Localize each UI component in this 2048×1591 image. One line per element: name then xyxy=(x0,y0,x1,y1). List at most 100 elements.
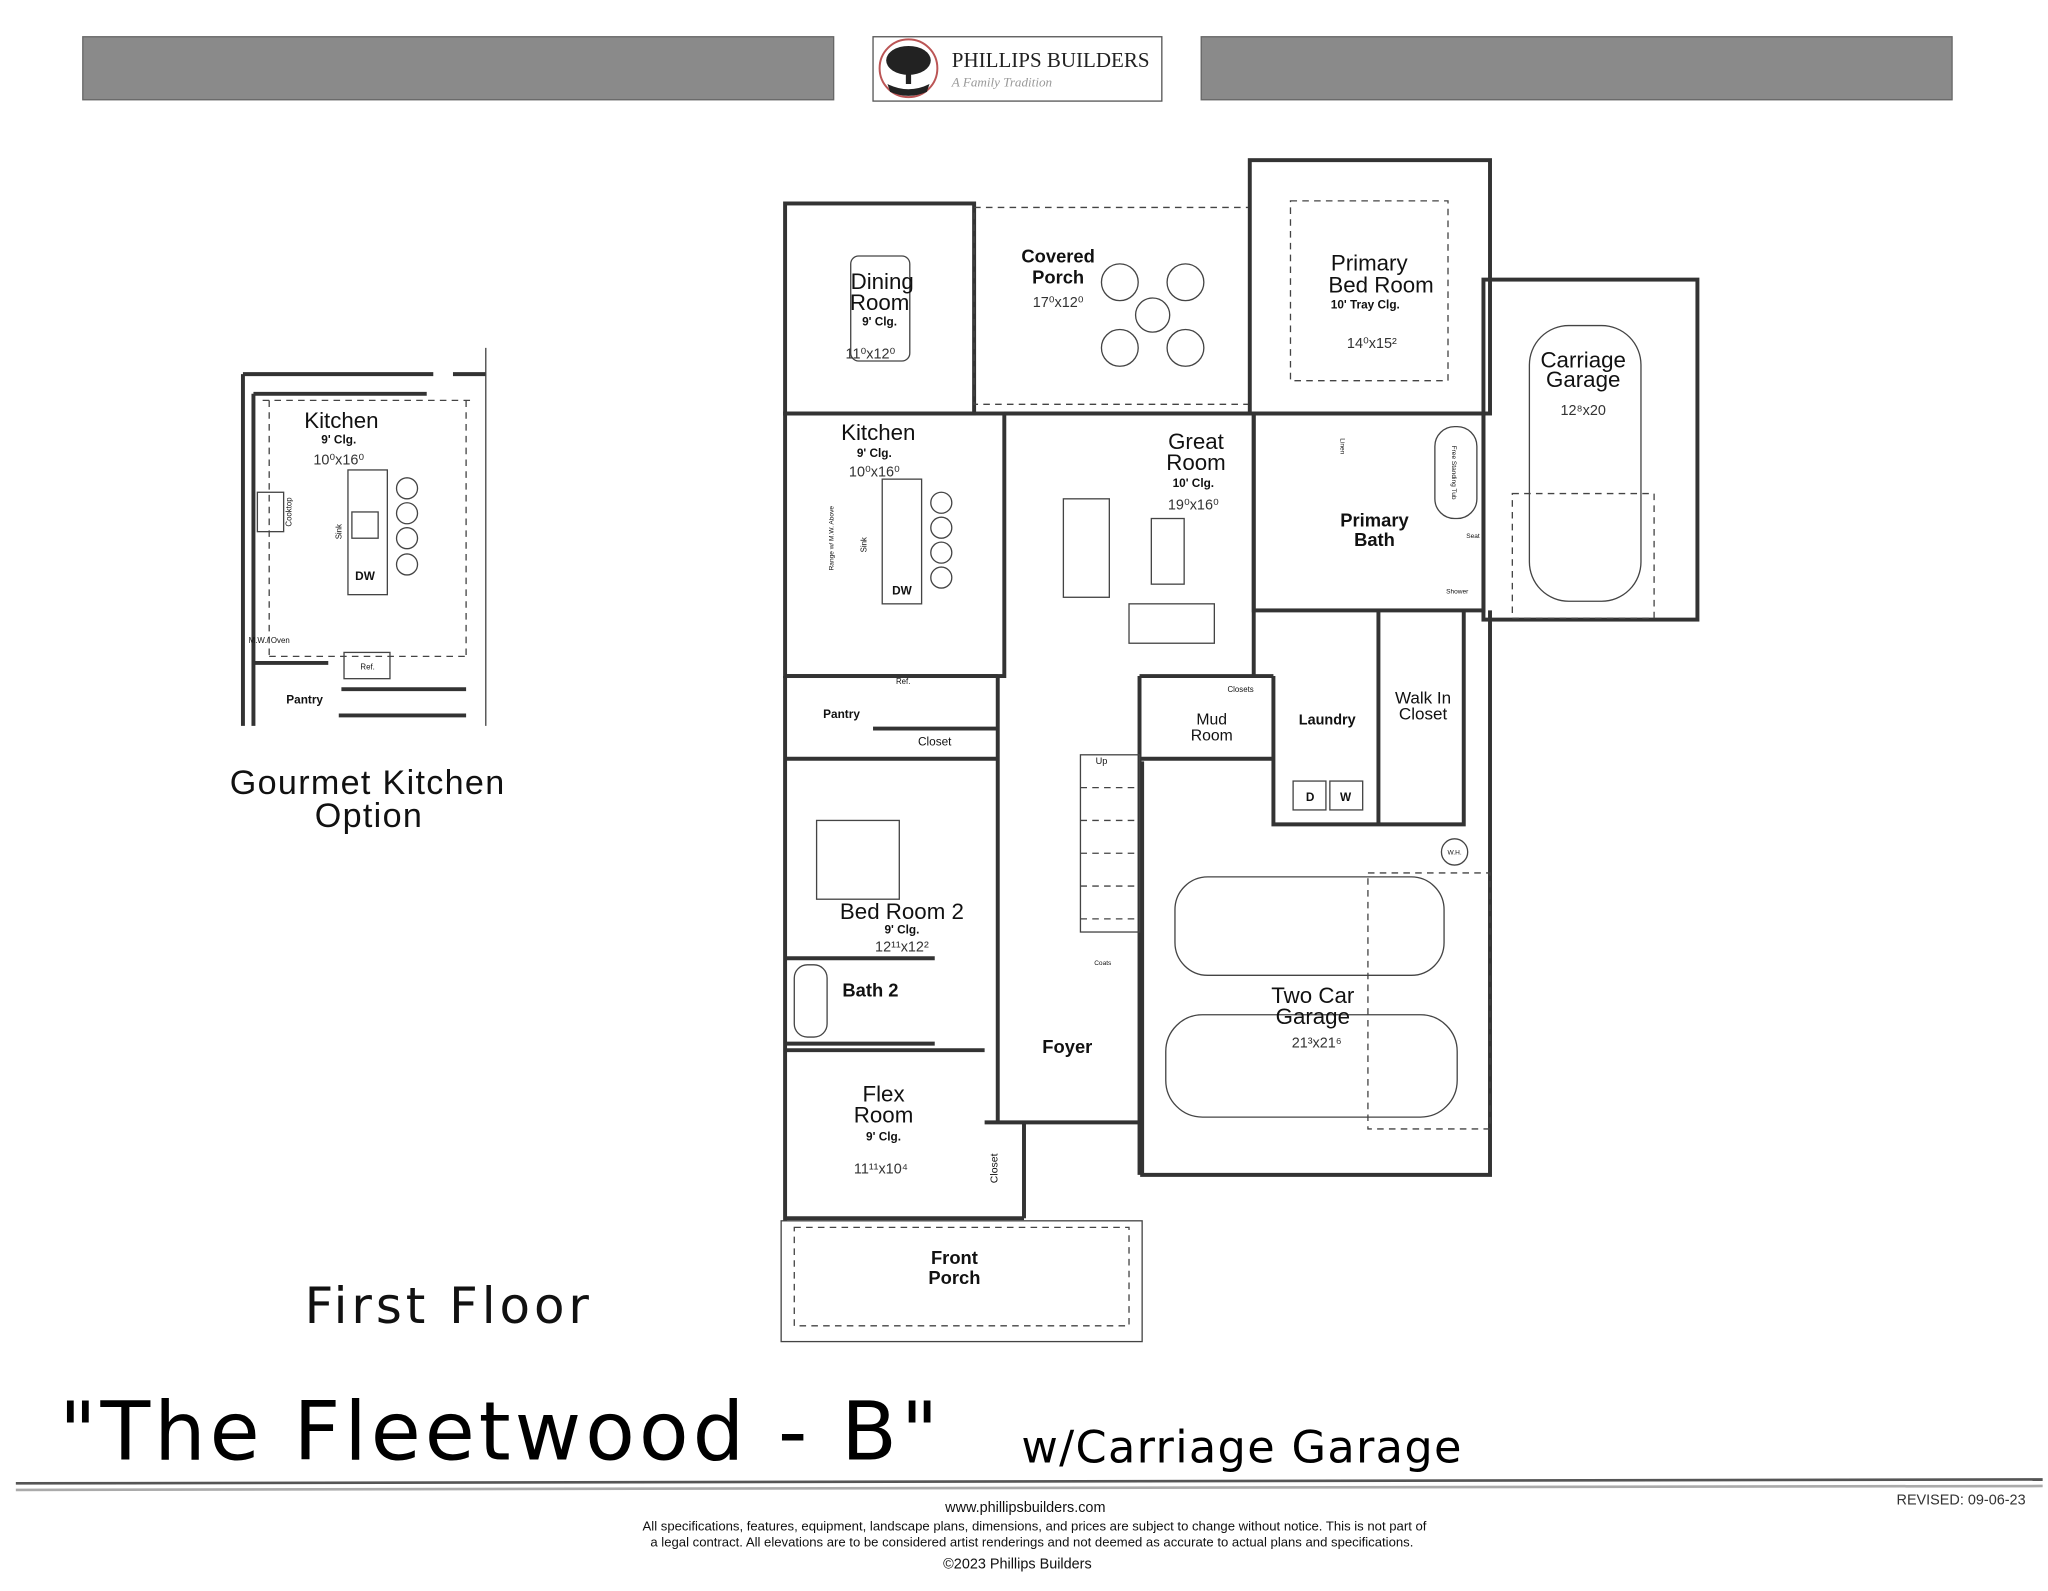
dining-dims: 11⁰x12⁰ xyxy=(846,346,896,362)
carriage-garage-dims: 12⁸x20 xyxy=(1561,403,1606,419)
kitchen-label: Kitchen xyxy=(841,420,915,445)
great-room-label: Great xyxy=(1168,429,1225,454)
dryer-label: D xyxy=(1306,790,1315,804)
footer-copyright: ©2023 Phillips Builders xyxy=(943,1557,1092,1573)
two-car-garage-label: Two Car xyxy=(1271,983,1355,1008)
great-room-ceiling: 10' Clg. xyxy=(1173,476,1215,490)
two-car-garage-dims: 21³x21⁶ xyxy=(1292,1036,1342,1052)
option-kitchen-dims: 10⁰x16⁰ xyxy=(313,453,364,469)
bed-primary xyxy=(1289,200,1449,382)
washer-label: W xyxy=(1340,790,1352,804)
linen-label: Linen xyxy=(1338,438,1345,454)
title-divider-2 xyxy=(15,1484,2043,1492)
option-caption-1: Gourmet Kitchen xyxy=(230,764,506,802)
closet-label: Closet xyxy=(918,735,952,749)
flex-room-dims: 11¹¹x10⁴ xyxy=(854,1162,908,1178)
kitchen-dims: 10⁰x16⁰ xyxy=(849,465,900,481)
primary-bed-label: Primary xyxy=(1331,250,1409,275)
option-dw-label: DW xyxy=(355,569,376,583)
header-bar-right xyxy=(1200,36,1953,101)
option-cooktop-label: Cooktop xyxy=(285,497,294,527)
range-label: Range w/ M.W. Above xyxy=(829,506,836,571)
water-heater-label: W.H. xyxy=(1447,850,1461,857)
primary-bed-ceiling: 10' Tray Clg. xyxy=(1331,297,1400,311)
plan-title: "The Fleetwood - B" xyxy=(59,1385,942,1480)
pantry-label: Pantry xyxy=(823,707,860,721)
mud-room-label-2: Room xyxy=(1191,727,1233,744)
bed-room-2-ceiling: 9' Clg. xyxy=(884,922,919,936)
staircase xyxy=(1079,754,1141,933)
stairs-up-label: Up xyxy=(1096,756,1108,766)
laundry-label: Laundry xyxy=(1299,713,1356,729)
great-room-dims: 19⁰x16⁰ xyxy=(1168,497,1219,513)
footer-disclaimer-2: a legal contract. All elevations are to … xyxy=(650,1534,1413,1549)
flex-closet-label: Closet xyxy=(989,1153,1001,1183)
bed-room-2-label: Bed Room 2 xyxy=(840,899,964,924)
two-car-garage-label-2: Garage xyxy=(1276,1004,1350,1029)
carriage-garage-label-2: Garage xyxy=(1546,367,1620,392)
brand-tagline: A Family Tradition xyxy=(951,75,1053,90)
covered-porch-dims: 17⁰x12⁰ xyxy=(1033,295,1084,311)
cars-two-car-garage xyxy=(1165,838,1491,1130)
dining-room-label-2: Room xyxy=(850,290,909,315)
dining-ceiling: 9' Clg. xyxy=(862,315,897,329)
tub xyxy=(1434,425,1478,520)
footer-website[interactable]: www.phillipsbuilders.com xyxy=(944,1500,1105,1516)
option-caption-2: Option xyxy=(315,797,423,835)
walk-in-closet-label-2: Closet xyxy=(1399,704,1448,723)
porch-furniture xyxy=(1100,263,1205,367)
option-pantry-label: Pantry xyxy=(286,693,323,707)
seat-label: Seat xyxy=(1466,533,1480,540)
dining-table xyxy=(850,255,911,362)
foyer-label: Foyer xyxy=(1042,1036,1092,1057)
mud-room-label: Mud xyxy=(1196,712,1227,729)
covered-porch-label-2: Porch xyxy=(1032,267,1084,288)
revised-date: REVISED: 09-06-23 xyxy=(1897,1492,2026,1508)
flex-room-label-2: Room xyxy=(854,1102,913,1127)
option-kitchen-label: Kitchen xyxy=(304,408,378,433)
front-porch-label: Front xyxy=(931,1247,978,1268)
header-bar-left xyxy=(82,36,835,101)
title-divider xyxy=(15,1478,2043,1485)
primary-bath-label: Primary xyxy=(1340,509,1409,530)
walk-in-closet-label: Walk In xyxy=(1395,689,1451,708)
ref-label: Ref. xyxy=(896,677,910,686)
plan-subtitle: w/Carriage Garage xyxy=(1021,1421,1462,1473)
bath2-tub xyxy=(793,964,828,1038)
sink-label: Sink xyxy=(859,537,868,552)
great-room-label-2: Room xyxy=(1166,450,1225,475)
option-kitchen-ceiling: 9' Clg. xyxy=(321,433,356,447)
footer-disclaimer-1: All specifications, features, equipment,… xyxy=(643,1519,1427,1534)
option-ref-label: Ref. xyxy=(360,662,374,671)
bed-room-2-dims: 12¹¹x12² xyxy=(875,940,929,956)
kitchen-ceiling: 9' Clg. xyxy=(857,446,892,460)
closets-label: Closets xyxy=(1227,685,1253,694)
option-sink-label: Sink xyxy=(334,524,343,539)
carriage-garage-label: Carriage xyxy=(1540,348,1626,373)
floor-label: First Floor xyxy=(305,1277,593,1335)
primary-bed-label-2: Bed Room xyxy=(1328,273,1433,298)
washer-dryer xyxy=(1292,780,1364,811)
bath-2-label: Bath 2 xyxy=(842,979,898,1000)
gourmet-kitchen-option: Kitchen 9' Clg. 10⁰x16⁰ Cooktop Sink DW … xyxy=(230,347,506,835)
sofa xyxy=(1062,498,1215,644)
dining-room-label: Dining xyxy=(851,269,914,294)
option-mw-oven-label: M.W./ Oven xyxy=(249,636,290,645)
dw-label: DW xyxy=(892,584,913,598)
first-floor-plan xyxy=(780,158,1700,1343)
primary-bath-label-2: Bath xyxy=(1354,529,1395,550)
shower-label: Shower xyxy=(1446,588,1469,595)
flex-room-label: Flex xyxy=(862,1081,904,1106)
tub-label: Free Standing Tub xyxy=(1450,446,1457,500)
brand-logo: PHILLIPS BUILDERS A Family Tradition xyxy=(872,36,1163,102)
flex-room-ceiling: 9' Clg. xyxy=(866,1130,901,1144)
coats-label: Coats xyxy=(1094,960,1112,967)
bed-2 xyxy=(815,819,900,900)
kitchen-island xyxy=(881,478,953,605)
front-porch-label-2: Porch xyxy=(928,1267,980,1288)
room-labels: Dining Room 9' Clg. 11⁰x12⁰ Covered Porc… xyxy=(823,246,1626,1288)
primary-bed-dims: 14⁰x15² xyxy=(1347,336,1397,352)
covered-porch-label: Covered xyxy=(1021,246,1094,267)
car-carriage xyxy=(1511,324,1655,619)
